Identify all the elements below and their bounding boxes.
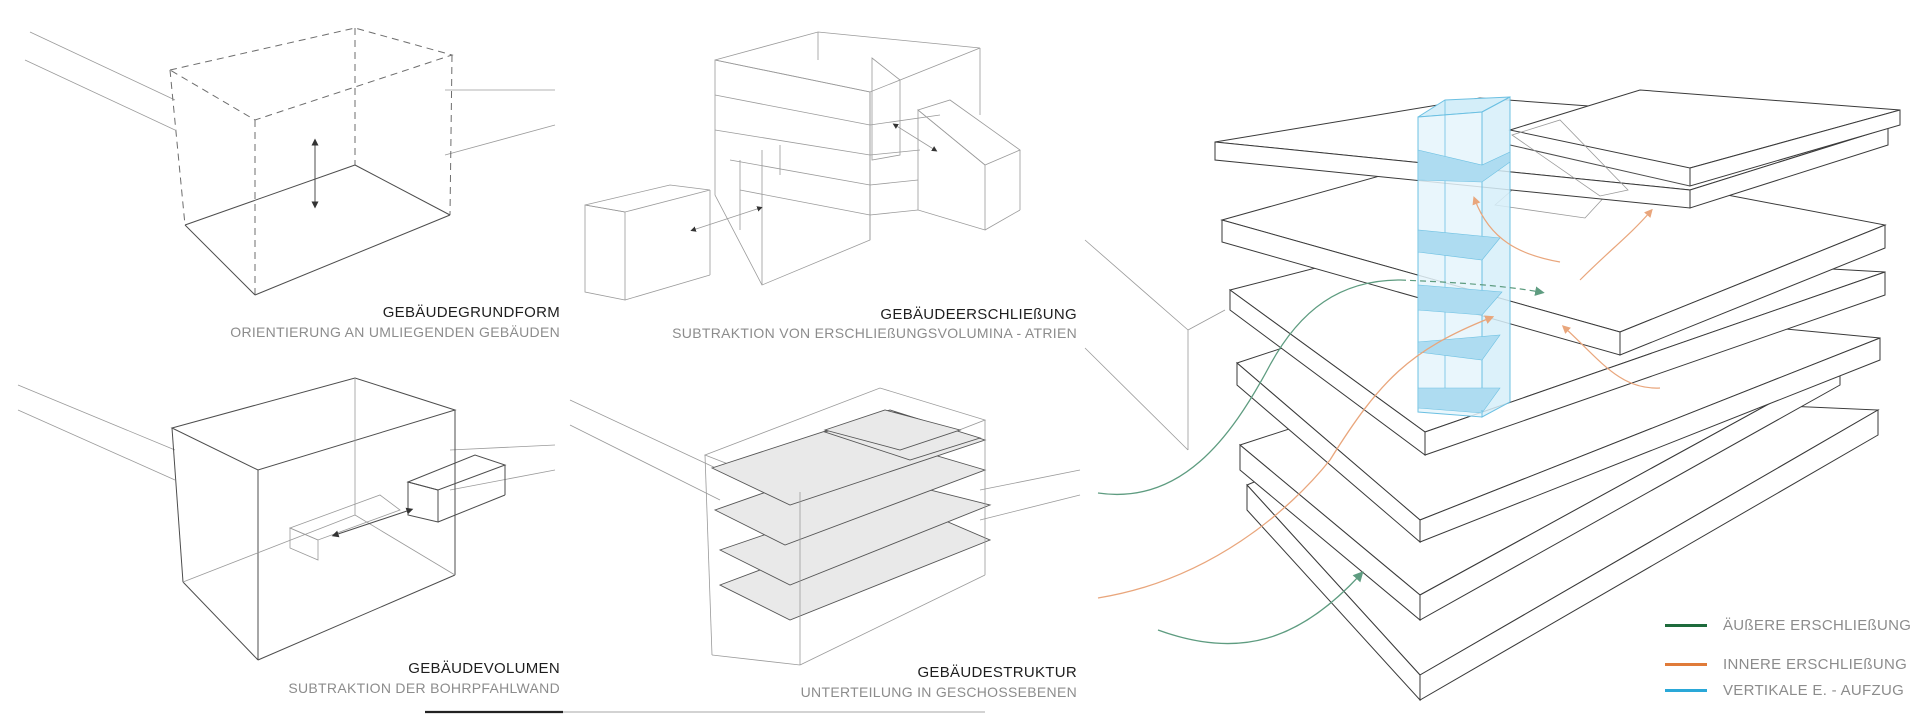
caption-title-volumen: GEBÄUDEVOLUMEN	[408, 660, 560, 677]
caption-subtitle-grundform: ORIENTIERUNG AN UMLIEGENDEN GEBÄUDEN	[230, 324, 560, 340]
diagram-erschliessung	[584, 31, 1021, 301]
legend-swatch-inner	[1665, 663, 1707, 666]
legend-item-outer: ÄUßERE ERSCHLIEßUNG	[1665, 617, 1911, 634]
diagram-grundform	[24, 27, 556, 296]
caption-subtitle-erschliessung: SUBTRAKTION VON ERSCHLIEßUNGSVOLUMINA - …	[672, 325, 1077, 341]
diagram-struktur	[569, 387, 1081, 666]
caption-title-struktur: GEBÄUDESTRUKTUR	[917, 664, 1077, 681]
legend-swatch-vertical	[1665, 689, 1707, 692]
legend-swatch-outer	[1665, 624, 1707, 627]
caption-title-grundform: GEBÄUDEGRUNDFORM	[382, 304, 560, 321]
main-axonometric	[1084, 89, 1901, 702]
legend-item-inner: INNERE ERSCHLIEßUNG	[1665, 656, 1907, 673]
legend-item-vertical: VERTIKALE E. - AUFZUG	[1665, 682, 1904, 699]
legend-label-inner: INNERE ERSCHLIEßUNG	[1723, 656, 1908, 673]
caption-subtitle-volumen: SUBTRAKTION DER BOHRPFAHLWAND	[288, 680, 560, 696]
caption-subtitle-struktur: UNTERTEILUNG IN GESCHOSSEBENEN	[800, 684, 1077, 700]
caption-title-erschliessung: GEBÄUDEERSCHLIEßUNG	[880, 306, 1077, 323]
legend-label-vertical: VERTIKALE E. - AUFZUG	[1723, 682, 1905, 699]
diagram-volumen	[17, 377, 556, 661]
legend-label-outer: ÄUßERE ERSCHLIEßUNG	[1723, 617, 1912, 634]
